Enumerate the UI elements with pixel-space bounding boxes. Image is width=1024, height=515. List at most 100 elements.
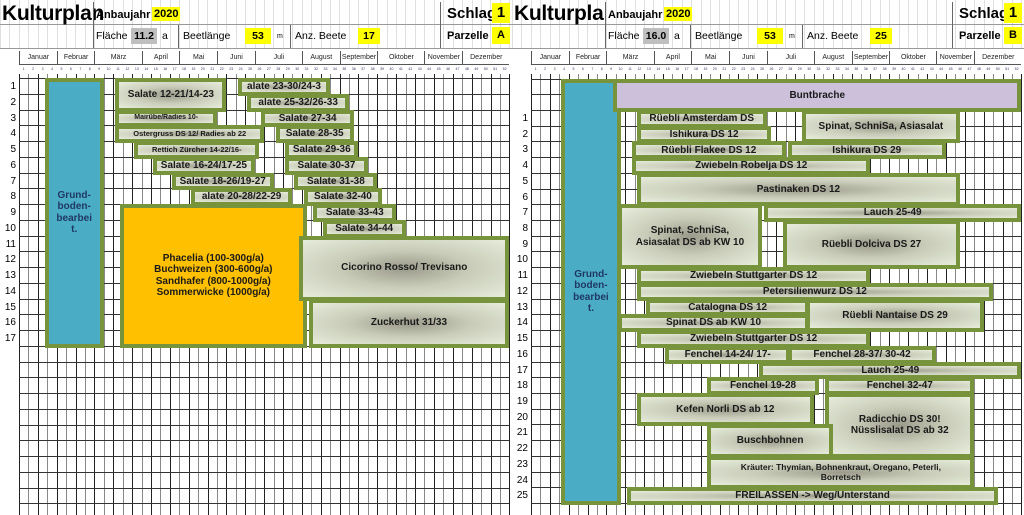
week-gridline [625, 74, 627, 515]
week-number: 12 [637, 67, 642, 71]
month-header: Mai [691, 51, 729, 64]
header-separator [440, 2, 441, 48]
row-gridline [19, 156, 510, 158]
beetlaenge-value[interactable]: 53 [245, 28, 271, 44]
crop-block-label: Salate 31-38 [306, 175, 365, 187]
bed-row-number: 17 [4, 333, 16, 344]
bed-row-number: 2 [522, 128, 528, 140]
crop-block-label: Rüebli Amsterdam DS [649, 113, 755, 125]
week-number: 39 [380, 67, 384, 71]
crop-block[interactable]: Rüebli Dolciva DS 27 [782, 220, 961, 270]
week-number: 46 [958, 67, 962, 71]
anz-beete-value[interactable]: 17 [358, 28, 380, 44]
flaeche-label: Fläche [96, 30, 128, 42]
crop-block[interactable]: Buntbrache [613, 78, 1022, 112]
bed-row-number: 4 [522, 160, 528, 172]
anbaujahr-value[interactable]: 2020 [664, 7, 693, 21]
crop-block-label: Kräuter: Thymian, Bohnenkraut, Oregano, … [740, 461, 941, 482]
month-header: November [424, 51, 462, 64]
schlag-value[interactable]: 1 [1004, 3, 1022, 23]
flaeche-value[interactable]: 11.2 [131, 28, 157, 44]
crop-block[interactable]: Radicchio DS 30! Nüsslisalat DS ab 32 [825, 392, 975, 458]
row-gridline [19, 393, 510, 394]
crop-block[interactable]: FREILASSEN -> Weg/Unterstand [627, 487, 998, 505]
week-number: 50 [483, 67, 488, 71]
week-number: 3 [553, 67, 556, 71]
bed-row-number: 21 [516, 427, 528, 439]
week-number: 33 [323, 67, 328, 71]
week-gridline [993, 74, 995, 515]
crop-block[interactable]: Spinat, SchniSa, Asiasalat DS ab KW 10 [617, 204, 763, 270]
crop-block[interactable]: Grund- boden- bearbei t. [44, 78, 104, 348]
bed-row-number: 6 [522, 191, 528, 203]
anbaujahr-value[interactable]: 2020 [152, 7, 181, 21]
week-number: 10 [106, 67, 111, 71]
anbaujahr-label: Anbaujahr [608, 9, 663, 21]
anz-beete-value[interactable]: 25 [870, 28, 892, 44]
schlag-value[interactable]: 1 [492, 3, 510, 23]
crop-block-label: Lauch 25-49 [863, 207, 922, 219]
crop-block-label: Pastinaken DS 12 [756, 183, 841, 195]
crop-block[interactable]: Grund- boden- bearbei t. [561, 78, 621, 505]
week-number: 13 [646, 67, 651, 71]
month-header: Juni [729, 51, 767, 64]
parzelle-value[interactable]: A [492, 27, 510, 44]
schlag-label: Schlag [959, 5, 1009, 22]
crop-block[interactable]: Zuckerhut 31/33 [308, 298, 510, 348]
crop-block[interactable]: Rüebli Flakee DS 12 [632, 141, 786, 160]
week-number: 51 [1005, 67, 1010, 71]
week-number: 42 [408, 67, 413, 71]
bed-row-number: 3 [10, 112, 16, 124]
week-number: 35 [342, 67, 347, 71]
month-header: November [936, 51, 974, 64]
bed-row-number: 18 [516, 380, 528, 392]
crop-block-label: Ostergruss DS 12/ Radies ab 22 [133, 128, 247, 138]
parzelle-value[interactable]: B [1004, 27, 1022, 44]
week-number: 43 [929, 67, 934, 71]
month-header: April [653, 51, 692, 64]
week-number: 21 [210, 67, 215, 71]
week-number: 26 [257, 67, 262, 71]
crop-block-label: Radicchio DS 30! Nüsslisalat DS ab 32 [850, 413, 949, 437]
bed-row-number: 4 [10, 128, 16, 140]
week-number: 17 [172, 67, 177, 71]
flaeche-unit: a [162, 30, 168, 42]
crop-block-label: Zwiebeln Robelja DS 12 [695, 160, 808, 172]
crop-block-label: Kefen Norli DS ab 12 [676, 403, 775, 415]
crop-block-label: Fenchel 32-47 [866, 380, 933, 392]
row-gridline [19, 377, 510, 379]
crop-block[interactable]: Salate 28-35 [275, 125, 354, 143]
crop-block-label: Salate 30-37 [297, 159, 356, 171]
beetlaenge-value[interactable]: 53 [757, 28, 783, 44]
crop-block[interactable]: Buschbohnen [707, 424, 833, 458]
crop-block[interactable]: Kefen Norli DS ab 12 [636, 392, 814, 427]
row-gridline [531, 251, 1022, 253]
week-gridline [103, 74, 105, 515]
crop-block[interactable]: Kräuter: Thymian, Bohnenkraut, Oregano, … [707, 455, 975, 490]
crop-block[interactable]: Cicorino Rosso/ Trevisano [299, 235, 510, 301]
crop-block[interactable]: Salate 12-21/14-23 [115, 78, 227, 112]
week-number: 7 [79, 67, 82, 71]
crop-block[interactable]: Pastinaken DS 12 [636, 172, 961, 207]
crop-block[interactable]: Fenchel 14-24/ 17- [665, 345, 791, 364]
header-separator [802, 25, 803, 48]
crop-block[interactable]: Phacelia (100-300g/a) Buchweizen (300-60… [120, 204, 307, 348]
crop-block[interactable]: Rüebli Nantaise DS 29 [806, 298, 984, 333]
crop-block-label: Grund- boden- bearbei t. [56, 189, 92, 236]
week-gridline [1002, 74, 1004, 515]
week-number: 14 [656, 67, 661, 71]
week-number: 24 [750, 67, 755, 71]
week-number: 36 [863, 67, 868, 71]
flaeche-value[interactable]: 16.0 [643, 28, 669, 44]
bed-row-number: 9 [522, 238, 528, 250]
week-number: 23 [741, 67, 746, 71]
week-gridline [634, 74, 636, 515]
week-number: 9 [610, 67, 613, 71]
crop-block-label: Phacelia (100-300g/a) Buchweizen (300-60… [154, 252, 273, 299]
crop-block-label: Salate 12-21/14-23 [127, 89, 214, 100]
crop-block-label: alate 23-30/24-3 [247, 81, 321, 93]
header-divider [512, 24, 1024, 25]
crop-block[interactable]: Spinat, SchniSa, Asiasalat [801, 110, 961, 144]
row-gridline [19, 440, 510, 442]
week-number: 24 [238, 67, 243, 71]
